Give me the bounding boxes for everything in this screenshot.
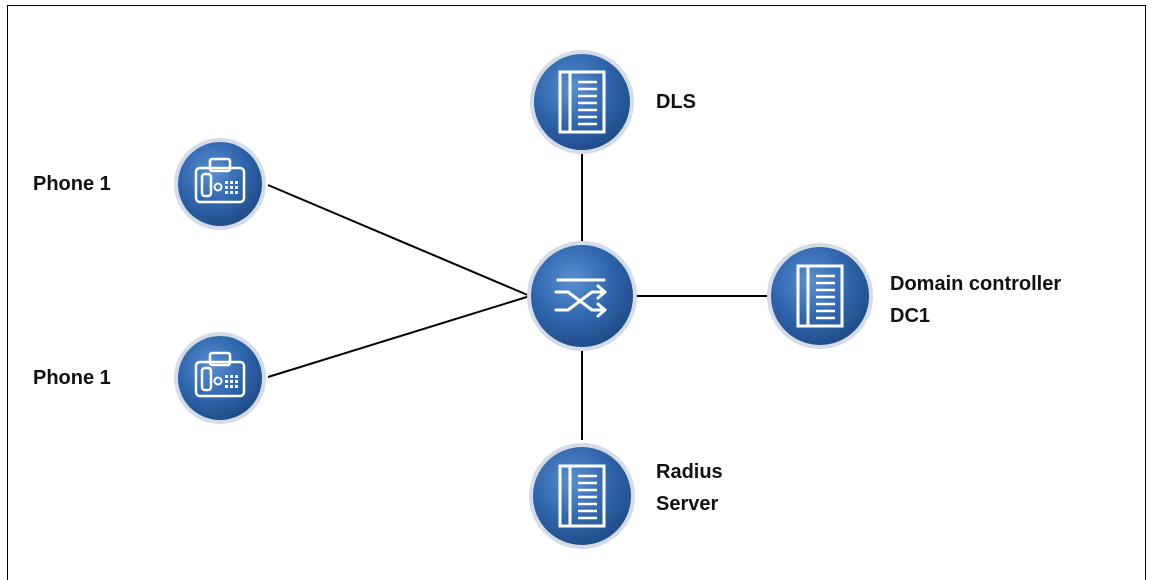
- domain-controller-label-line-2: DC1: [890, 300, 1061, 332]
- radius-server-node[interactable]: [529, 443, 635, 549]
- phone-node-bottom[interactable]: [174, 332, 266, 424]
- link-phone2-switch: [268, 296, 530, 377]
- switch-node[interactable]: [527, 241, 637, 351]
- domain-controller-label-line-1: Domain controller: [890, 268, 1061, 300]
- phone-node-top[interactable]: [174, 138, 266, 230]
- domain-controller-node[interactable]: [767, 243, 873, 349]
- phone-bottom-label-line-1: Phone 1: [33, 362, 111, 394]
- dls-server-node[interactable]: [530, 50, 634, 154]
- dls-label: DLS: [656, 86, 696, 118]
- radius-label-line-2: Server: [656, 488, 723, 520]
- phone-bottom-label: Phone 1: [33, 362, 111, 394]
- link-phone1-switch: [268, 185, 530, 296]
- phone-top-label: Phone 1: [33, 168, 111, 200]
- dls-label-line-1: DLS: [656, 86, 696, 118]
- radius-label: Radius Server: [656, 456, 723, 520]
- radius-label-line-1: Radius: [656, 456, 723, 488]
- phone-top-label-line-1: Phone 1: [33, 168, 111, 200]
- domain-controller-label: Domain controller DC1: [890, 268, 1061, 332]
